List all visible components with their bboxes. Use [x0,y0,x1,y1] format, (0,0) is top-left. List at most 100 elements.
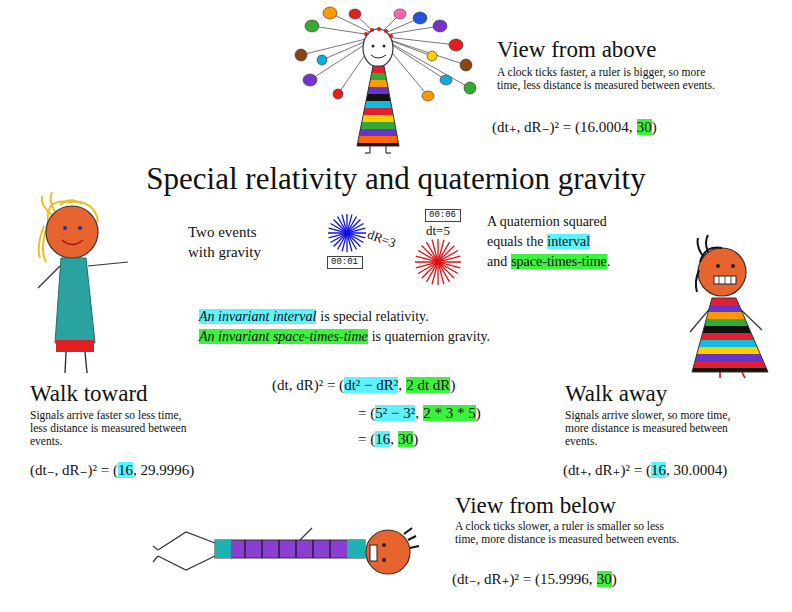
girl-figure-part [62,240,83,245]
note: Signals arrive faster so less time, less… [30,409,186,447]
lying-figure-part [382,543,386,547]
note-line: andspace-times-time. [487,254,610,271]
blue-event-burst-part [329,228,366,238]
statement-line: An invariant space-times-timeis quaterni… [199,329,490,346]
note: Two events with gravity [188,224,261,260]
girl-figure-part-part [51,192,55,212]
balloon-figure-part [383,45,386,48]
balloon-figure-part [350,66,410,150]
formula: , 29.9996) [133,462,194,478]
lying-figure-part-part [404,528,412,534]
note: space-times-time [511,254,607,269]
balloon-figure-part [357,66,399,146]
balloon-figure-part-part [350,122,410,129]
note-line: Signals arrive slower, so more time, mor… [565,409,750,448]
equation: ) [413,431,418,447]
lying-figure-part-part [300,528,312,540]
girl-figure-part-part [65,352,66,373]
equation-line: = (16,30) [358,430,418,448]
lying-figure-part-part [153,556,158,562]
balloon-figure-part-part [386,152,391,153]
formula: 16 [118,462,133,478]
lying-figure-part [382,558,386,562]
walker-figure-part [719,276,731,284]
note-line: Two events with gravity [188,222,283,263]
lying-figure-part-part [295,540,296,558]
heading-line: Walk away [565,380,667,408]
heading-line: View from below [455,492,616,520]
lying-figure-part-part [244,540,245,558]
balloon-figure-part-part [303,74,317,86]
balloon-figure-part [364,27,393,38]
red-event-burst-part [416,256,460,268]
walker-figure-part [690,298,770,375]
statement: An invariant interval [199,309,316,324]
walker-figure-part-part [690,354,770,361]
balloon-figure-part-part [433,20,447,32]
heading-line: View from above [497,36,657,64]
balloon-figure-part [372,45,375,48]
lying-figure-part [404,528,419,548]
girl-figure-part-part [38,266,60,288]
note-line: Signals arrive faster so less time, less… [30,409,200,448]
equation: dt² − dR² [344,377,398,393]
balloon-figure-part-part [370,28,374,32]
lying-figure-part [347,540,365,558]
lying-figure-part-part [408,536,416,540]
balloon-figure-part-part [422,91,434,101]
dimension: dR=3 [366,226,398,250]
heading-line: Walk toward [30,380,148,408]
heading: Walk toward [30,381,148,406]
walker-figure-part [714,276,736,284]
red-event-burst [415,239,461,285]
girl-figure-part [46,206,98,258]
walker-figure-part-part [696,270,699,292]
statement: An invariant space-times-time [199,329,368,344]
equation: 5² − 3² [375,405,415,421]
walker-figure-part-part [690,312,770,319]
formula: ) [612,571,617,587]
note: A clock ticks slower, a ruler is smaller… [455,520,679,545]
formula: 30 [637,119,652,135]
formula: ) [652,119,657,135]
blue-event-burst [328,214,366,252]
balloon-figure-part-part [350,80,410,87]
girl-figure-part [56,340,94,352]
note-line: A clock ticks faster, a ruler is bigger,… [497,66,719,92]
dimension: dt=5 [426,223,450,238]
balloon-figure-part [363,29,393,67]
equation: = ( [358,405,375,421]
lying-figure-part-part [158,556,215,570]
equation: , [390,431,394,447]
balloon-figure-part-part [389,34,393,38]
equation: (dt, dR)² = ( [272,377,344,393]
lying-figure-part-part [261,540,262,558]
formula: , 30.0004) [666,462,727,478]
heading: View from below [455,493,616,518]
balloon-figure-part-part [385,146,386,153]
equation-line: = (5² − 3²,2 * 3 * 5) [358,404,481,422]
balloon-figure-part-part [460,59,472,71]
balloon-figure-part-part [349,9,361,19]
dimension-line: dR=3 [365,226,398,251]
balloon-figure-part [371,55,386,58]
lying-figure-part-part [153,546,158,550]
girl-figure [38,192,128,373]
balloon-figure-part-part [333,89,343,99]
balloon-figure-part-part [350,101,410,108]
formula: (dt₋, dR₋)² = ( [30,462,118,478]
lying-figure-part [245,540,330,558]
equation: , [415,405,419,421]
clock-box: 00:01 [327,256,363,269]
clock-box: 00:06 [425,209,461,222]
walker-figure-part-part [690,305,770,312]
lying-figure-part [366,530,410,574]
balloon-figure-part-part [323,7,337,19]
note: A clock ticks faster, a ruler is bigger,… [497,66,715,91]
balloon-figure-part-part [350,66,410,73]
balloon-figure-part-part [413,12,427,24]
note: equals the [487,234,543,249]
walker-figure-part [698,248,746,296]
equation-line: (dt, dR)² = (dt² − dR²,2 dt dR) [272,376,455,394]
balloon-figure-part-part [350,87,410,94]
